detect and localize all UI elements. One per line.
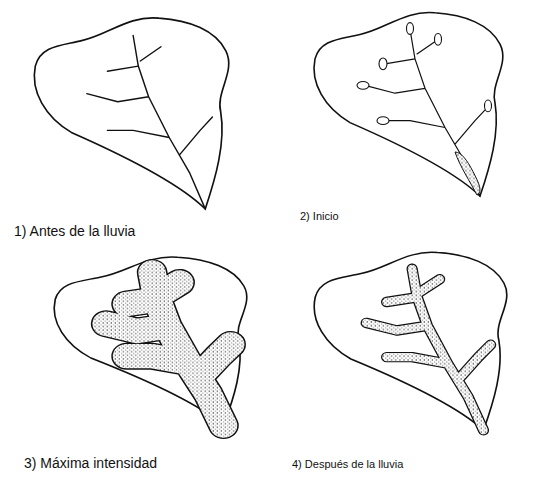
panel-caption: 4) Después de la lluvia bbox=[292, 458, 403, 470]
watershed-after bbox=[314, 252, 507, 430]
panel-caption: 2) Inicio bbox=[300, 210, 339, 222]
watershed-start bbox=[314, 13, 503, 197]
panel-caption: 1) Antes de la lluvia bbox=[14, 224, 135, 239]
watershed-max-flood bbox=[54, 257, 247, 426]
panel-caption: 3) Máxima intensidad bbox=[24, 456, 157, 471]
watershed-before bbox=[34, 18, 228, 209]
